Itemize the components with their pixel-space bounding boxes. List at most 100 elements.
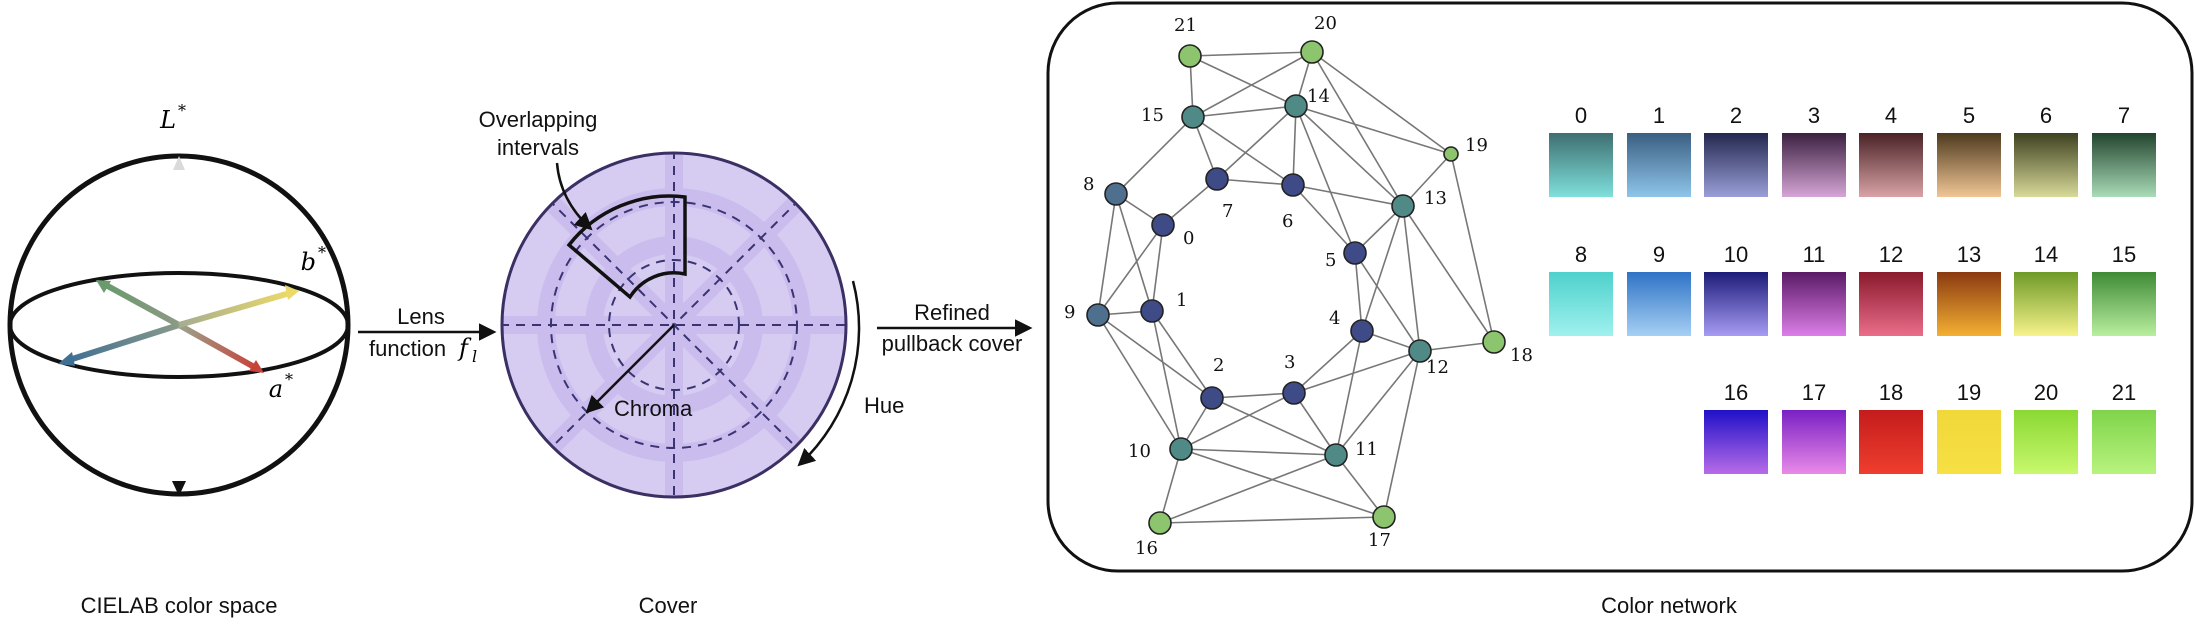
color-swatch-15 xyxy=(2092,272,2156,336)
network-node-label-11: 11 xyxy=(1355,439,1378,460)
color-swatch-7 xyxy=(2092,133,2156,197)
network-node-21 xyxy=(1178,44,1202,68)
overlap-pointer-arrow xyxy=(555,162,593,231)
network-node-label-4: 4 xyxy=(1329,308,1340,329)
a-axis-positive-arrowhead xyxy=(249,360,264,373)
network-node-1 xyxy=(1140,299,1164,323)
color-swatch-20 xyxy=(2014,410,2078,474)
network-edge-20-15 xyxy=(1192,51,1313,118)
network-node-15 xyxy=(1181,105,1205,129)
network-caption: Color network xyxy=(1601,593,1738,618)
network-node-label-20: 20 xyxy=(1314,13,1337,34)
color-swatch-13 xyxy=(1937,272,2001,336)
overlap-label-line1: Overlapping xyxy=(479,107,598,132)
network-edge-13-4 xyxy=(1361,205,1404,332)
network-edge-10-16 xyxy=(1159,448,1182,524)
hue-label: Hue xyxy=(864,393,904,418)
color-swatch-1 xyxy=(1627,133,1691,197)
b-axis-positive xyxy=(178,290,291,328)
color-swatch-19 xyxy=(1937,410,2001,474)
network-node-16 xyxy=(1148,511,1172,535)
lens-label-line2: function xyxy=(369,336,446,361)
network-node-label-21: 21 xyxy=(1174,15,1197,36)
color-swatch-label-10: 10 xyxy=(1724,242,1748,267)
a-axis-positive xyxy=(177,322,258,371)
network-edge-9-2 xyxy=(1097,314,1213,399)
network-node-9 xyxy=(1086,303,1110,327)
network-node-12 xyxy=(1408,339,1432,363)
network-edge-8-9 xyxy=(1097,193,1117,316)
network-node-7 xyxy=(1205,167,1229,191)
color-swatch-label-4: 4 xyxy=(1885,103,1897,128)
l-axis-label-star: * xyxy=(178,101,186,120)
color-swatch-label-8: 8 xyxy=(1575,242,1587,267)
network-node-label-6: 6 xyxy=(1282,211,1293,232)
network-node-label-16: 16 xyxy=(1135,538,1158,559)
network-edge-13-18 xyxy=(1402,205,1495,343)
network-edge-12-3 xyxy=(1293,350,1421,394)
network-node-3 xyxy=(1282,381,1306,405)
network-node-6 xyxy=(1281,173,1305,197)
color-swatch-10 xyxy=(1704,272,1768,336)
color-swatch-label-16: 16 xyxy=(1724,380,1748,405)
color-swatch-0 xyxy=(1549,133,1613,197)
color-swatch-18 xyxy=(1859,410,1923,474)
network-node-11 xyxy=(1324,443,1348,467)
network-node-18 xyxy=(1482,330,1506,354)
network-node-19 xyxy=(1443,146,1459,162)
l-axis-label: L xyxy=(159,106,176,134)
color-swatch-label-3: 3 xyxy=(1808,103,1820,128)
network-edge-12-11 xyxy=(1335,350,1421,456)
network-edge-14-6 xyxy=(1292,105,1297,186)
network-edge-19-18 xyxy=(1450,153,1495,343)
network-node-17 xyxy=(1372,505,1396,529)
network-node-0 xyxy=(1151,213,1175,237)
network-edge-3-10 xyxy=(1180,392,1295,450)
chroma-arrow xyxy=(585,324,675,414)
color-swatch-label-11: 11 xyxy=(1803,242,1826,267)
network-node-label-3: 3 xyxy=(1284,352,1295,373)
color-swatch-label-1: 1 xyxy=(1653,103,1665,128)
network-edge-14-5 xyxy=(1295,105,1356,254)
color-swatch-8 xyxy=(1549,272,1613,336)
color-swatch-4 xyxy=(1859,133,1923,197)
network-edge-4-3 xyxy=(1293,330,1363,394)
color-swatch-5 xyxy=(1937,133,2001,197)
color-swatch-label-17: 17 xyxy=(1802,380,1826,405)
color-swatch-label-0: 0 xyxy=(1575,103,1587,128)
color-swatch-label-21: 21 xyxy=(2112,380,2136,405)
b-axis-negative xyxy=(102,281,181,328)
network-edge-21-20 xyxy=(1189,51,1313,57)
network-frame xyxy=(1046,1,2194,573)
network-node-label-15: 15 xyxy=(1141,105,1164,126)
chroma-label: Chroma xyxy=(614,396,693,421)
color-swatch-3 xyxy=(1782,133,1846,197)
network-edge-0-9 xyxy=(1097,224,1164,316)
network-edge-15-8 xyxy=(1115,116,1194,195)
network-edge-5-4 xyxy=(1354,252,1363,332)
network-edge-6-13 xyxy=(1292,184,1404,207)
cover-caption: Cover xyxy=(639,593,698,618)
lens-f-subscript: l xyxy=(472,347,477,366)
network-edge-14-19 xyxy=(1295,105,1452,155)
network-node-8 xyxy=(1104,182,1128,206)
network-node-label-13: 13 xyxy=(1424,188,1447,209)
color-swatch-label-7: 7 xyxy=(2118,103,2130,128)
network-edge-20-13 xyxy=(1311,51,1404,207)
network-edge-11-16 xyxy=(1159,454,1337,524)
network-node-13 xyxy=(1391,194,1415,218)
network-node-label-18: 18 xyxy=(1510,345,1533,366)
hue-arrow xyxy=(797,280,861,467)
network-node-14 xyxy=(1284,94,1308,118)
color-swatch-11 xyxy=(1782,272,1846,336)
pullback-label-line1: Refined xyxy=(914,300,990,325)
a-axis-label: a xyxy=(269,375,283,403)
l-axis-bottom-arrowhead xyxy=(172,481,186,496)
network-edge-20-19 xyxy=(1311,51,1452,155)
color-swatch-14 xyxy=(2014,272,2078,336)
network-edge-11-17 xyxy=(1335,454,1385,518)
color-swatch-label-5: 5 xyxy=(1963,103,1975,128)
network-edge-15-14 xyxy=(1192,105,1297,118)
